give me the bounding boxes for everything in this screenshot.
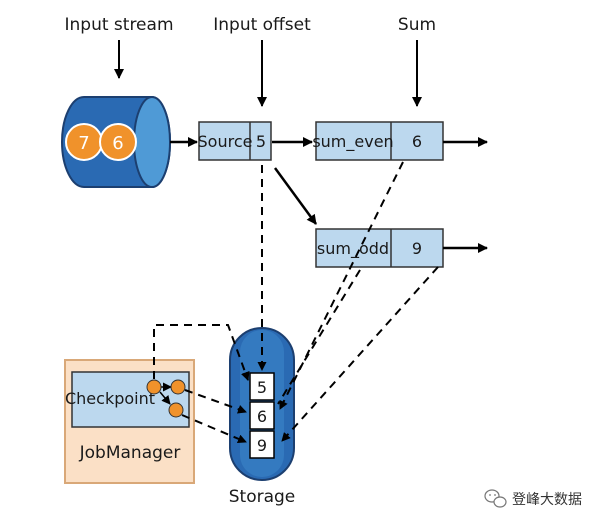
sum-label: Sum xyxy=(398,15,436,35)
checkpoint-barrier-icon xyxy=(146,379,186,418)
storage-slots: 5 6 9 xyxy=(249,372,275,459)
storage-slot-3: 9 xyxy=(257,436,267,455)
storage-slot-2: 6 xyxy=(257,407,267,426)
watermark-text: 登峰大数据 xyxy=(512,492,582,508)
snapshot-dashed-arrows xyxy=(257,161,439,442)
sum-odd-name: sum_odd xyxy=(317,239,389,259)
storage-label: Storage xyxy=(229,487,296,507)
checkpoint-dashed-arrows xyxy=(153,324,250,444)
sum-odd-value: 9 xyxy=(412,239,422,258)
sum-even-operator: sum_even 6 xyxy=(312,121,444,161)
source-name: Source xyxy=(198,132,253,151)
input-offset-label: Input offset xyxy=(213,15,311,35)
input-stream-label: Input stream xyxy=(65,15,174,35)
sum-even-value: 6 xyxy=(412,132,422,151)
sum-even-name: sum_even xyxy=(312,132,393,152)
sum-odd-operator: sum_odd 9 xyxy=(315,228,444,268)
storage-slot-1: 5 xyxy=(257,378,267,397)
checkpoint-label: Checkpoint xyxy=(65,389,155,408)
stream-item-circle xyxy=(99,123,137,161)
stream-item-1: 7 xyxy=(78,133,89,154)
jobmanager-title: JobManager xyxy=(79,443,181,463)
stream-item-2: 6 xyxy=(112,133,123,154)
watermark: 登峰大数据 xyxy=(484,489,582,508)
source-operator: Source 5 xyxy=(198,121,272,161)
source-offset-value: 5 xyxy=(256,132,266,151)
source-to-sum-odd-arrow xyxy=(273,167,318,225)
input-stream-cylinder: 7 6 xyxy=(61,96,171,188)
jobmanager-box: Checkpoint JobManager xyxy=(64,359,195,484)
wechat-icon xyxy=(484,489,507,508)
